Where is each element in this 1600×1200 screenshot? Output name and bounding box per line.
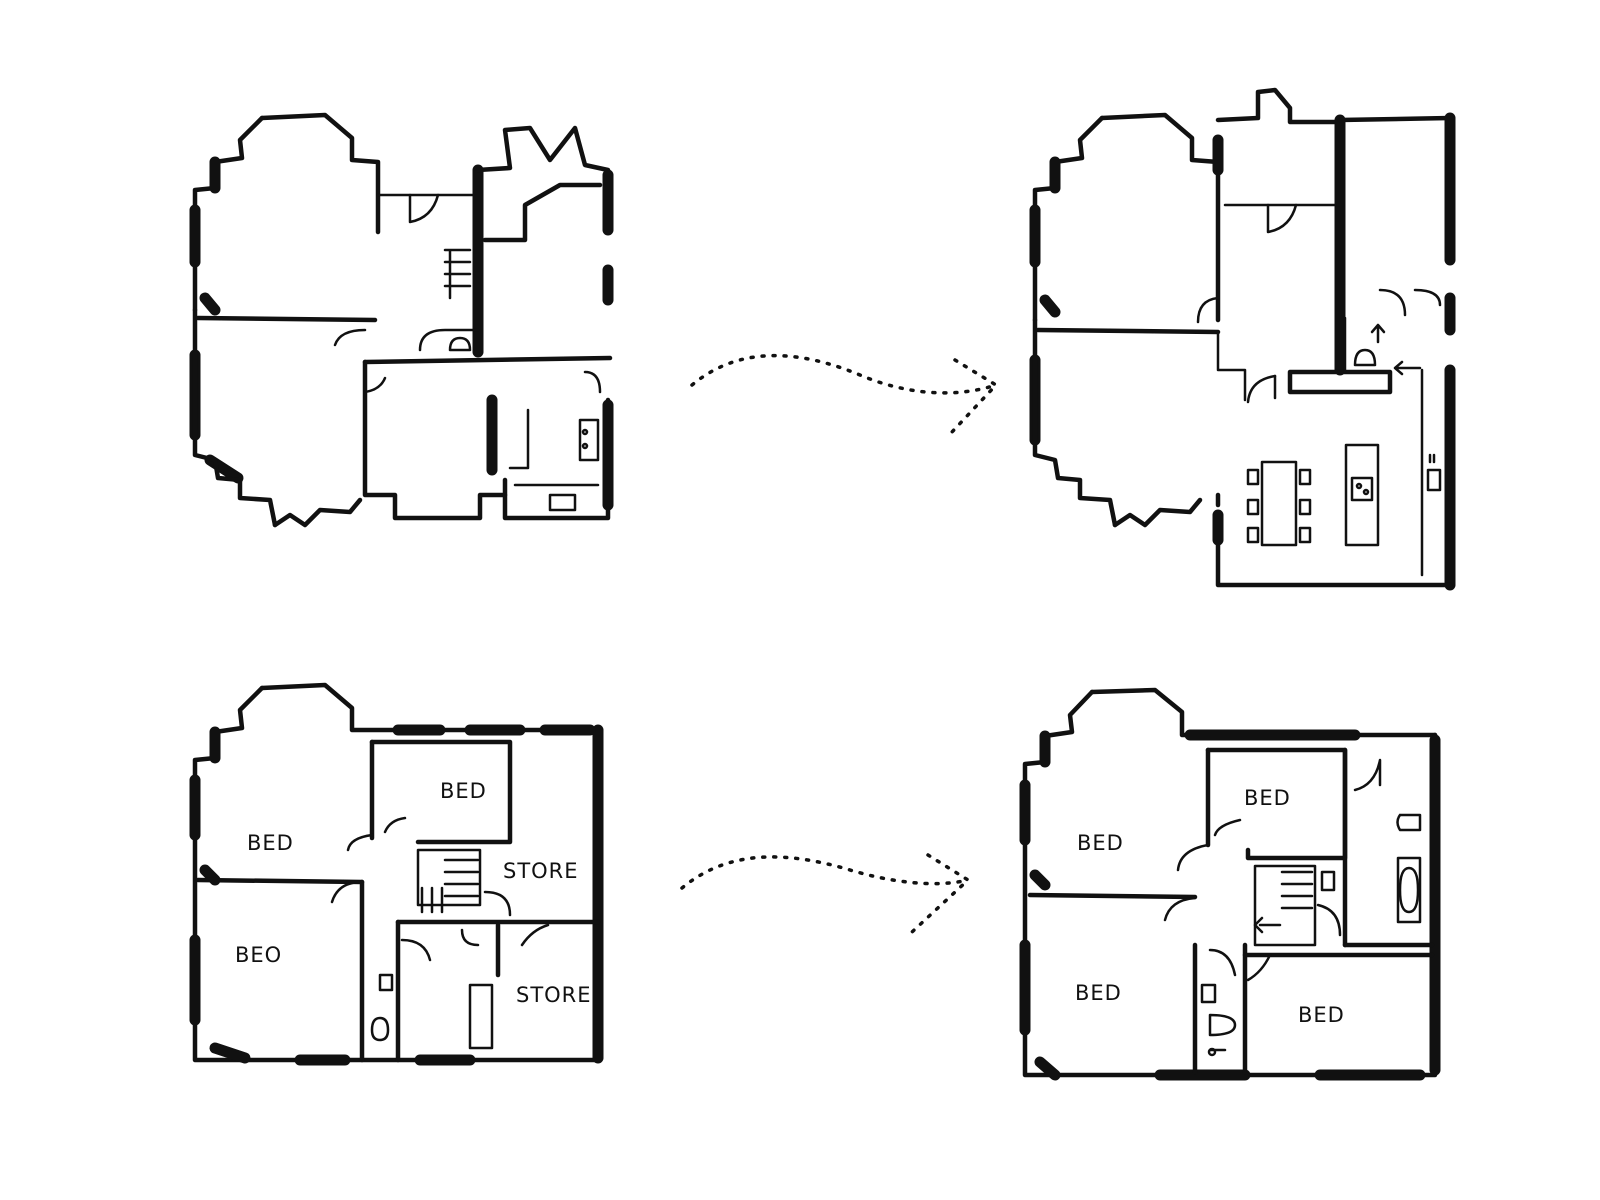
room-label: BED xyxy=(1244,786,1291,810)
room-label: BEO xyxy=(235,943,282,967)
first-arrow xyxy=(680,853,971,934)
ground-floor-after-plan xyxy=(1029,87,1456,591)
ground-floor-before-plan xyxy=(189,112,614,528)
first-before-labels: BED BED BEO STORE STORE xyxy=(235,779,592,1007)
first-floor-before-plan xyxy=(189,682,604,1066)
first-floor-after-plan xyxy=(1019,687,1441,1081)
room-label: BED xyxy=(247,831,294,855)
room-label: STORE xyxy=(516,983,592,1007)
room-label: BED xyxy=(440,779,487,803)
room-label: BED xyxy=(1298,1003,1345,1027)
room-label: BED xyxy=(1077,831,1124,855)
ground-arrow xyxy=(690,353,999,434)
first-after-labels: BED BED BED BED xyxy=(1075,786,1345,1027)
room-label: STORE xyxy=(503,859,579,883)
room-label: BED xyxy=(1075,981,1122,1005)
